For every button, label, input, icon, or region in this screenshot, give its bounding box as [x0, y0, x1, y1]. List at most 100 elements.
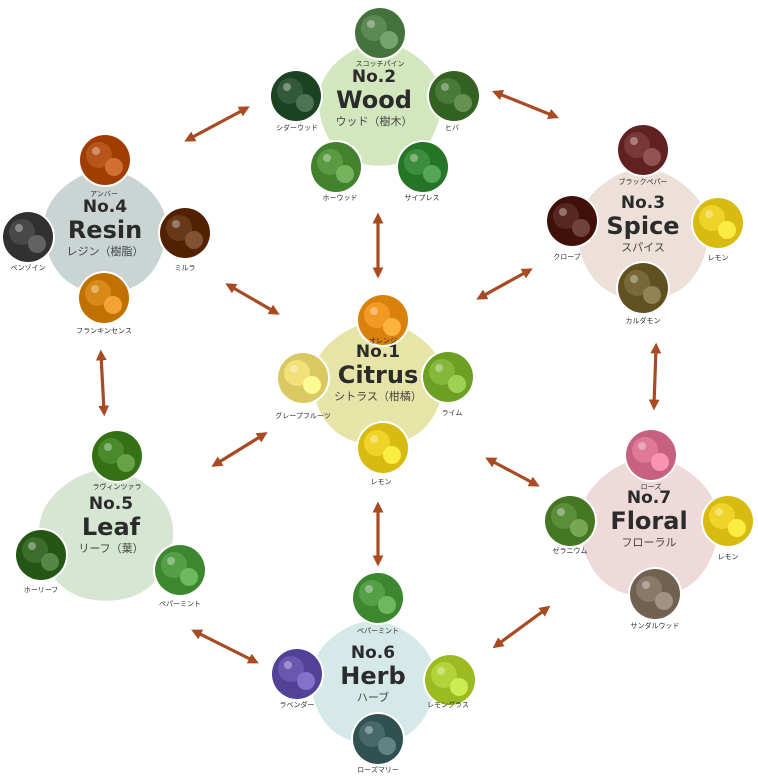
group-name: Resin: [68, 216, 142, 244]
cardamom-icon: [616, 261, 670, 315]
ingredient-floral-3: ゼラニウム: [543, 494, 597, 555]
orange-icon: [356, 293, 410, 347]
group-number: No.3: [621, 193, 665, 213]
group-subtitle: スパイス: [621, 241, 665, 254]
ingredient-spice-2: カルダモン: [616, 261, 670, 325]
ingredient-floral-1: レモン: [701, 494, 755, 561]
ravintsara-leaf-icon: [90, 429, 144, 483]
ingredient-herb-3: ラベンダー: [270, 647, 324, 709]
arrow-herb-floral: [492, 605, 551, 649]
ingredient-citrus-0: オレンジ: [356, 293, 410, 347]
group-number: No.1: [356, 342, 400, 362]
group-resin-blob: [43, 169, 167, 293]
arrow-wood-spice: [491, 89, 560, 120]
group-subtitle: フローラル: [622, 536, 677, 549]
ingredient-label: ローズマリー: [357, 765, 399, 774]
group-number: No.6: [351, 643, 395, 663]
ingredient-spice-1: レモン: [691, 196, 745, 262]
lemon-icon: [356, 421, 410, 475]
ingredient-label: サイプレス: [405, 194, 440, 202]
ingredient-resin-0: アンバー: [78, 133, 132, 198]
geranium-icon: [543, 494, 597, 548]
lime-icon: [421, 350, 475, 404]
connection-arrows: [95, 89, 662, 664]
ingredient-label: ペパーミント: [159, 600, 201, 608]
cypress-tree-icon: [396, 140, 450, 194]
ingredient-label: シダーウッド: [276, 123, 318, 132]
rosemary-icon: [351, 712, 405, 766]
sandalwood-icon: [628, 567, 682, 621]
ingredient-label: サンダルウッド: [631, 621, 680, 630]
ingredient-label: フランキンセンス: [76, 327, 132, 335]
rose-icon: [624, 428, 678, 482]
group-name: Spice: [606, 212, 679, 240]
ingredient-leaf-1: ペパーミント: [153, 543, 207, 608]
ho-wood-leaf-icon: [309, 140, 363, 194]
ingredient-wood-4: シダーウッド: [269, 69, 323, 132]
group-subtitle: シトラス（柑橘）: [334, 389, 422, 403]
peppermint-icon: [351, 571, 405, 625]
ingredient-label: ラヴィンツァラ: [93, 482, 142, 491]
group-herb-blob: [310, 620, 436, 744]
myrrh-icon: [158, 206, 212, 260]
ingredient-resin-2: フランキンセンス: [76, 271, 132, 335]
ingredient-citrus-3: グレープフルーツ: [275, 351, 331, 420]
ingredient-resin-1: ミルラ: [158, 206, 212, 272]
ingredient-label: カルダモン: [626, 316, 661, 325]
ingredient-label: オレンジ: [369, 337, 397, 345]
ingredient-citrus-1: ライム: [421, 350, 475, 417]
ho-leaf-icon: [14, 528, 68, 582]
group-subtitle: ウッド（樹木）: [336, 115, 413, 128]
group-name: Citrus: [338, 361, 419, 389]
ingredient-label: レモングラス: [427, 700, 469, 709]
ingredient-leaf-0: ラヴィンツァラ: [90, 429, 144, 491]
ingredient-resin-3: ベンゾイン: [1, 210, 55, 272]
group-leaf-blob: [38, 469, 174, 601]
ingredient-wood-2: サイプレス: [396, 140, 450, 202]
ingredient-wood-1: ヒバ: [427, 69, 481, 132]
group-subtitle: レジン（樹脂）: [67, 244, 144, 258]
ingredient-label: ベンゾイン: [11, 264, 46, 272]
arrow-citrus-floral: [485, 457, 540, 487]
ingredient-label: ライム: [442, 409, 463, 417]
ingredient-label: ブラックペパー: [619, 177, 668, 186]
ingredient-label: ホーリーフ: [24, 586, 59, 594]
hiba-leaf-icon: [427, 69, 481, 123]
ingredient-label: クローブ: [553, 252, 581, 261]
group-floral-blob: [579, 457, 719, 597]
ingredient-label: グレープフルーツ: [275, 411, 330, 420]
lemon-icon: [691, 196, 745, 250]
group-subtitle: ハーブ: [357, 690, 389, 704]
ingredient-label: レモン: [708, 254, 729, 262]
arrow-wood-resin: [184, 106, 250, 142]
clove-icon: [545, 194, 599, 248]
ingredient-label: ペパーミント: [357, 627, 399, 635]
amber-icon: [78, 133, 132, 187]
lemongrass-icon: [423, 653, 477, 707]
arrow-citrus-leaf: [211, 432, 268, 467]
ingredient-label: ヒバ: [445, 124, 459, 132]
ingredient-spice-0: ブラックペパー: [616, 123, 670, 186]
scent-groups: No.1Citrusシトラス（柑橘）オレンジライムレモングレープフルーツNo.2…: [1, 6, 755, 774]
ingredient-wood-3: ホーウッド: [309, 140, 363, 202]
group-citrus-blob: [312, 321, 444, 445]
group-spice-blob: [577, 168, 709, 300]
group-number: No.5: [89, 494, 133, 514]
ingredient-floral-2: サンダルウッド: [628, 567, 682, 630]
group-number: No.4: [83, 197, 127, 217]
peppercorn-icon: [616, 123, 670, 177]
lavender-icon: [270, 647, 324, 701]
ingredient-leaf-2: ホーリーフ: [14, 528, 68, 594]
ingredient-label: ホーウッド: [323, 194, 358, 202]
group-number: No.7: [627, 488, 671, 508]
group-wood-blob: [318, 42, 442, 166]
arrow-resin-leaf: [95, 349, 110, 417]
